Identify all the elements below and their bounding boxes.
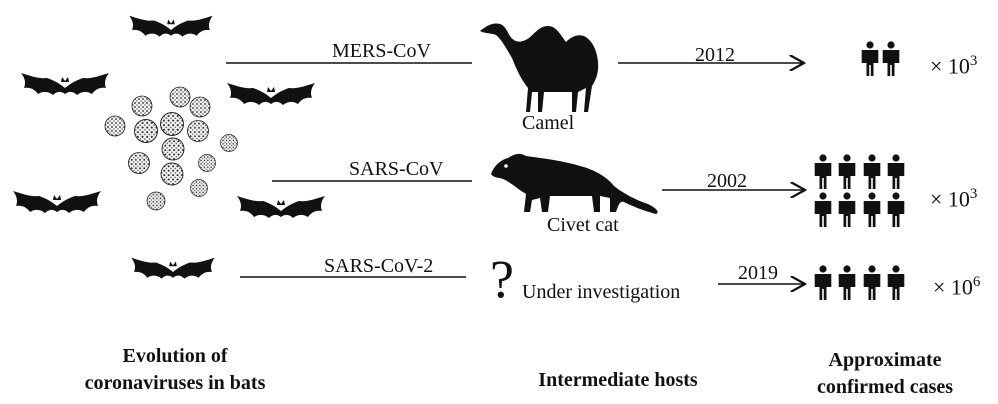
camel-icon	[480, 23, 599, 113]
virus-particle-icon	[128, 152, 150, 174]
person-icon	[887, 154, 905, 189]
virus-particle-icon	[198, 154, 216, 172]
person-icon	[887, 265, 905, 300]
bats-heading-line2: coronaviruses in bats	[84, 372, 266, 394]
cases-column-heading: Approximate confirmed cases	[790, 347, 980, 401]
virus-particle-icon	[160, 162, 184, 186]
cases-heading-line1: Approximate	[828, 349, 942, 371]
virus-particle-icon	[187, 120, 209, 142]
person-icon	[863, 192, 881, 227]
bat-icon	[129, 15, 213, 37]
virus-particle-icon	[104, 115, 126, 137]
person-icon	[861, 41, 879, 76]
virus-particle-icon	[134, 119, 158, 143]
mers-year-label: 2012	[695, 44, 735, 66]
virus-particle-icon	[131, 95, 153, 117]
mers-virus-label: MERS-CoV	[332, 40, 431, 62]
person-icon	[838, 192, 856, 227]
bats-heading-line1: Evolution of	[122, 345, 228, 367]
person-icon	[838, 265, 856, 300]
sars-year-label: 2002	[707, 170, 747, 192]
sars2-year-label: 2019	[738, 262, 778, 284]
virus-particle-icon	[190, 179, 208, 197]
virus-particle-icon	[189, 96, 211, 118]
person-icon	[863, 265, 881, 300]
camel-host-label: Camel	[522, 112, 575, 134]
unknown-host-question-mark: ?	[490, 249, 514, 309]
bat-icon	[21, 73, 109, 95]
multiplier-exponent: 3	[969, 186, 978, 202]
mers-case-multiplier: × 103	[930, 54, 977, 77]
sars2-case-multiplier: × 106	[933, 275, 980, 298]
person-icon	[838, 154, 856, 189]
civet-host-label: Civet cat	[547, 214, 619, 236]
bat-icon	[13, 191, 101, 213]
person-icon	[814, 154, 832, 189]
bats-column-heading: Evolution of coronaviruses in bats	[70, 343, 280, 397]
intermediate-hosts-heading: Intermediate hosts	[538, 369, 698, 391]
cases-heading-line2: confirmed cases	[816, 376, 954, 398]
bat-icon	[131, 257, 215, 279]
unknown-host-label: Under investigation	[522, 281, 681, 303]
virus-particle-icon	[169, 86, 191, 108]
virus-cluster	[104, 86, 238, 211]
person-icon	[887, 192, 905, 227]
civet-cat-icon	[491, 153, 658, 214]
person-icon	[814, 265, 832, 300]
multiplier-base: × 10	[933, 274, 973, 300]
bat-icon	[237, 196, 325, 218]
virus-particle-icon	[161, 137, 185, 161]
multiplier-exponent: 6	[972, 274, 981, 290]
multiplier-base: × 10	[930, 186, 970, 212]
person-icon	[814, 192, 832, 227]
sars-case-multiplier: × 103	[930, 187, 977, 210]
person-icon	[882, 41, 900, 76]
virus-particle-icon	[220, 134, 238, 152]
sars-virus-label: SARS-CoV	[349, 158, 444, 180]
person-icon	[863, 154, 881, 189]
sars2-virus-label: SARS-CoV-2	[324, 255, 434, 277]
virus-particle-icon	[146, 191, 166, 211]
virus-particle-icon	[160, 112, 184, 136]
multiplier-base: × 10	[930, 53, 970, 79]
bat-icon	[227, 83, 315, 105]
multiplier-exponent: 3	[969, 53, 978, 69]
